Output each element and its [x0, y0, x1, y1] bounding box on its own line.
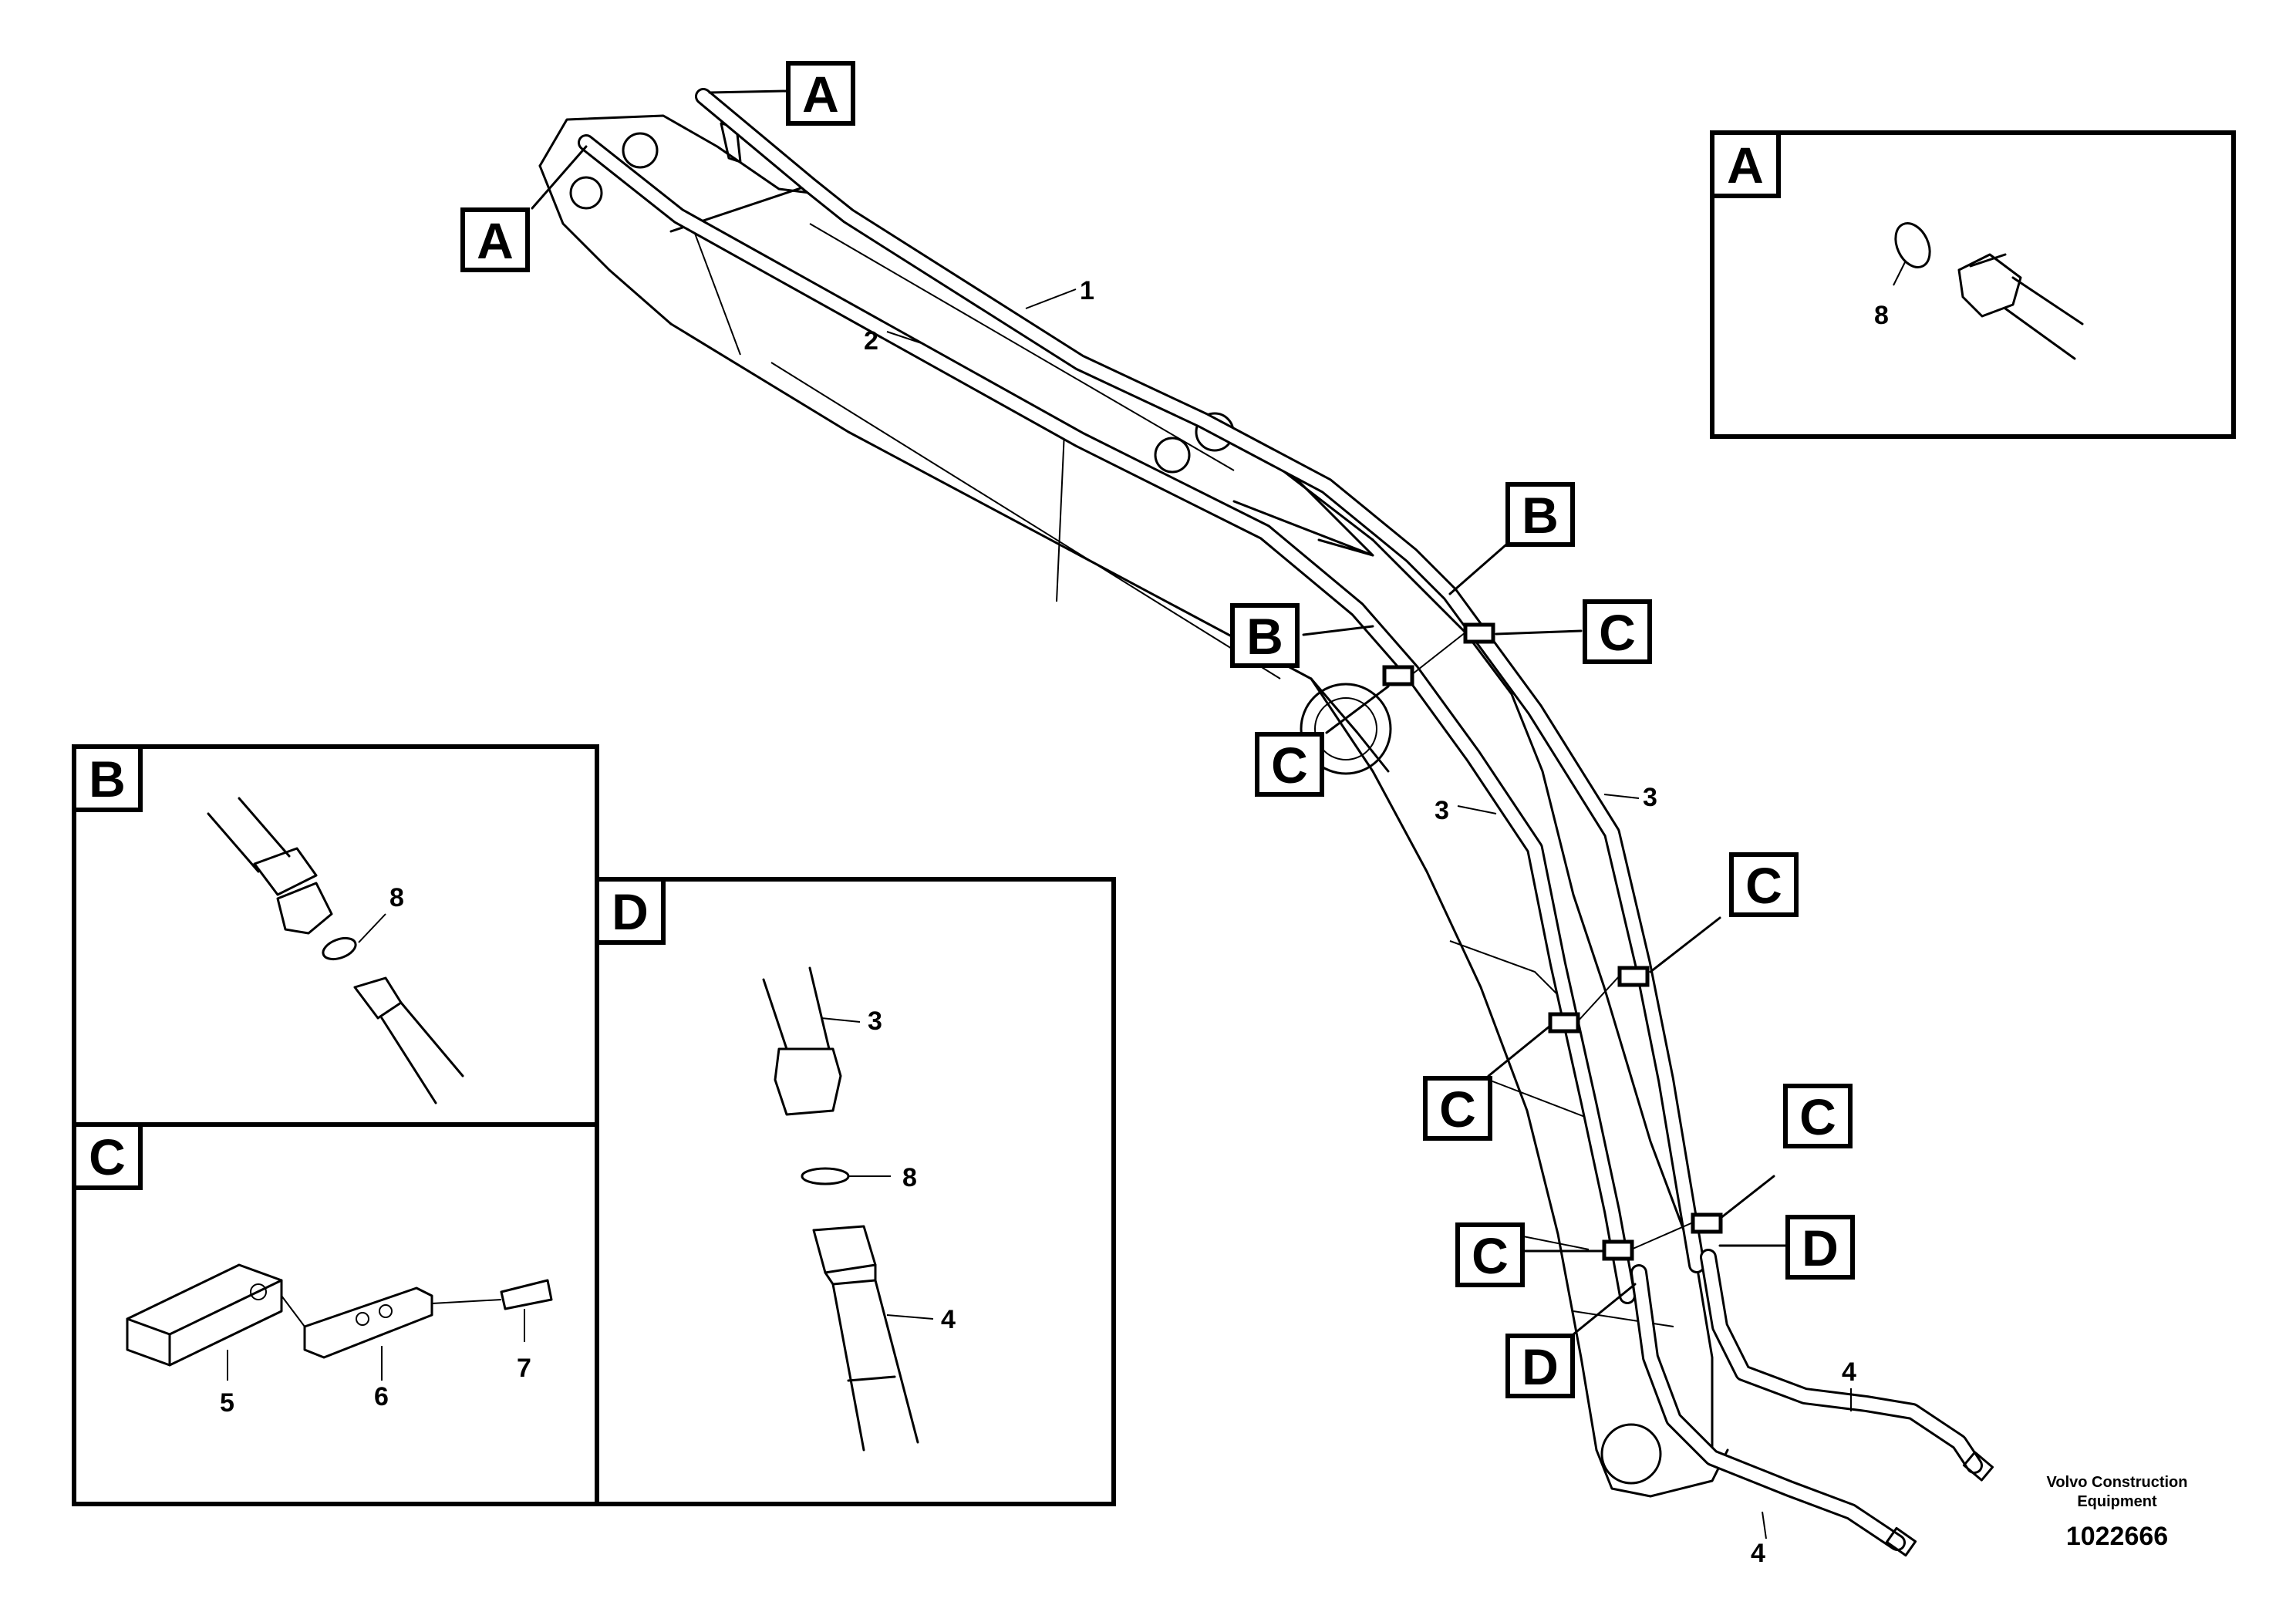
svg-text:A: A — [802, 66, 839, 123]
company-name-line1: Volvo Construction — [2047, 1474, 2188, 1491]
pipe-1 — [695, 88, 1705, 1273]
document-number: 1022666 — [2066, 1522, 2168, 1551]
svg-text:5: 5 — [220, 1388, 234, 1418]
hose-4-right — [1700, 1249, 1994, 1482]
svg-text:6: 6 — [374, 1382, 389, 1411]
svg-text:C: C — [1599, 604, 1636, 661]
detail-b-panel: B 8 — [72, 744, 599, 1127]
svg-text:4: 4 — [941, 1305, 956, 1334]
arm-structure — [538, 114, 1729, 1498]
svg-text:C: C — [89, 1128, 126, 1185]
part-number-1: 1 — [1025, 276, 1094, 309]
svg-text:8: 8 — [902, 1163, 917, 1192]
svg-text:3: 3 — [868, 1007, 882, 1036]
callout-b-upper: B — [1448, 482, 1575, 595]
svg-text:4: 4 — [1842, 1357, 1856, 1387]
hose-4-left — [1630, 1264, 1917, 1557]
callout-c-2: C — [1255, 685, 1390, 797]
callout-c-4: C — [1423, 1024, 1552, 1141]
callout-d-lower: D — [1505, 1283, 1637, 1398]
callout-c-3: C — [1649, 852, 1799, 973]
detail-d-panel: D 3 8 4 — [595, 877, 1116, 1506]
svg-text:D: D — [612, 883, 649, 940]
callout-b-left: B — [1230, 603, 1374, 668]
callout-a-left: A — [460, 145, 588, 272]
part-number-3-left: 3 — [1435, 796, 1497, 825]
company-name-line2: Equipment — [2077, 1493, 2157, 1510]
svg-text:C: C — [1799, 1088, 1836, 1145]
svg-text:D: D — [1522, 1338, 1559, 1395]
part-number-3-right: 3 — [1603, 783, 1657, 812]
footer: Volvo Construction Equipment 1022666 — [2047, 1474, 2188, 1551]
svg-text:8: 8 — [1874, 301, 1889, 330]
callout-c-1: C — [1495, 599, 1652, 664]
callout-d-right: D — [1718, 1215, 1855, 1280]
svg-text:B: B — [1246, 608, 1283, 665]
svg-text:8: 8 — [389, 883, 404, 912]
svg-text:C: C — [1472, 1227, 1509, 1284]
svg-text:B: B — [89, 750, 126, 808]
svg-text:C: C — [1745, 857, 1782, 914]
callout-c-6: C — [1455, 1222, 1606, 1287]
svg-text:2: 2 — [864, 326, 878, 356]
svg-text:7: 7 — [517, 1354, 531, 1383]
part-number-4-right: 4 — [1842, 1357, 1856, 1411]
part-number-4-left: 4 — [1751, 1511, 1767, 1568]
svg-text:A: A — [477, 212, 514, 269]
svg-text:C: C — [1271, 737, 1308, 794]
svg-text:B: B — [1522, 487, 1559, 544]
svg-text:D: D — [1802, 1219, 1839, 1276]
svg-text:4: 4 — [1751, 1539, 1765, 1568]
svg-text:1: 1 — [1080, 276, 1094, 305]
detail-c-panel: C 5 6 7 — [72, 1122, 599, 1506]
svg-text:3: 3 — [1643, 783, 1657, 812]
detail-a-panel: A 8 — [1710, 130, 2236, 439]
clamps — [1382, 622, 1723, 1261]
callout-c-5: C — [1718, 1084, 1853, 1220]
callout-a-top: A — [708, 61, 855, 126]
svg-text:C: C — [1439, 1081, 1476, 1138]
pipe-2 — [578, 134, 1636, 1304]
svg-text:3: 3 — [1435, 796, 1449, 825]
part-number-2: 2 — [864, 326, 922, 356]
svg-text:A: A — [1727, 137, 1764, 194]
